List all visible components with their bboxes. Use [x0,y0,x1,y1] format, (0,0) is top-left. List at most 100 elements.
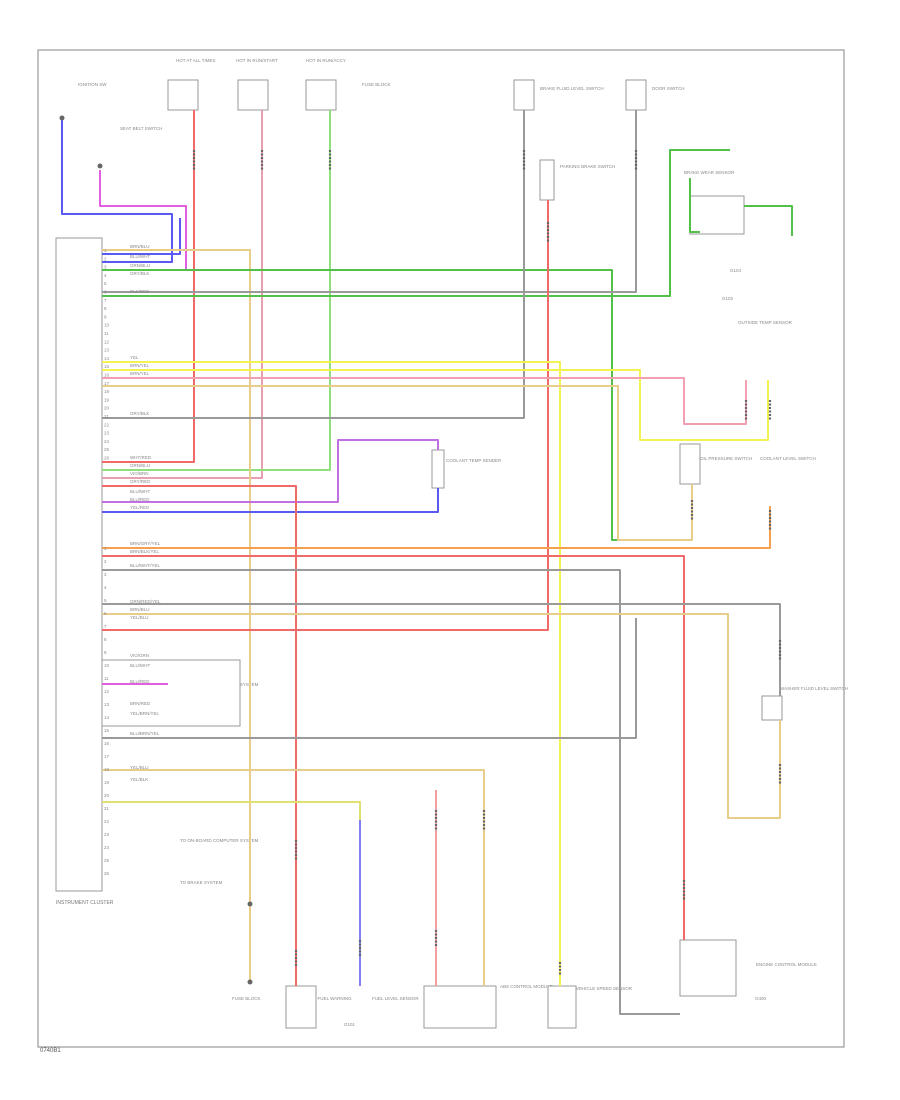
pin-number-b: 21 [104,806,110,811]
wire-label: YEL [130,355,139,360]
wire-label: BLU/WHT [130,489,151,494]
wire-green-long-2 [102,149,730,297]
diagram-frame [37,49,845,1048]
fuse-box-3 [305,79,337,111]
washer-fluid-box [761,695,783,721]
wire-label: BLU/WHT [130,254,151,259]
fuse-box-1 [167,79,199,111]
ground-symbol [97,163,103,169]
pin-number-a: 25 [104,447,110,452]
oil-pressure-box [679,443,701,485]
ignition-switch-label: IGNITION SW [78,82,107,87]
wire-label: BRN/BLK/YEL [130,549,160,554]
wire-yellow-1 [102,361,561,986]
parking-brake-label: PARKING BRAKE SWITCH [560,164,615,169]
hot-run-start-label: HOT IN RUN/START [236,58,278,63]
pin-number-b: 23 [104,832,110,837]
oil-pressure-label: OIL PRESSURE SWITCH [700,456,752,461]
wire-label: VIO/BRN [130,471,149,476]
pin-number-a: 22 [104,422,110,427]
pin-number-a: 2 [104,256,107,261]
wire-label: YEL/BLU [130,765,149,770]
wire-label-group: BRN/BLUBLU/WHTGRN/BLUGRY/BLKBLK/REDYELBR… [130,244,161,782]
pin-number-b: 3 [104,572,107,577]
wire-red-engine [102,555,685,940]
parking-brake-switch [539,159,555,201]
wire-label: YEL/BLU [130,615,149,620]
pin-number-a: 24 [104,439,110,444]
pin-number-b: 20 [104,793,110,798]
pin-number-a: 18 [104,389,110,394]
door-switch-label: DOOR SWITCH [652,86,685,91]
pin-number-b: 2 [104,559,107,564]
wire-label: YEL/RED [130,505,150,510]
pin-number-b: 13 [104,702,110,707]
wire-gray-long [102,569,680,1015]
wire-tan-top [102,249,251,980]
fuse-block-label: FUSE BLOCK [362,82,391,87]
wire-label: BRN/GRY/YEL [130,541,161,546]
wire-red-parking [102,200,549,631]
coolant-temp-sender-label: COOLANT TEMP SENDER [446,458,502,463]
pin-number-b: 22 [104,819,110,824]
washer-fluid-label: WASHER FLUID LEVEL SWITCH [780,686,848,691]
instrument-cluster-label: INSTRUMENT CLUSTER [56,900,114,906]
pin-number-a: 3 [104,265,107,270]
pin-number-a: 15 [104,364,110,369]
door-switch-box [625,79,647,111]
pin-number-a: 9 [104,314,107,319]
pin-number-a: 14 [104,356,110,361]
wire-gray-door [102,110,637,293]
wire-green-bw2 [744,205,793,236]
pin-number-b: 10 [104,663,110,668]
wire-pink-fuse2 [102,110,263,479]
pin-number-b: 12 [104,689,110,694]
pin-number-b: 9 [104,650,107,655]
wire-label: BRN/BLU [130,244,150,249]
wire-label: YEL/BLK [130,777,148,782]
wire-pink-temp [102,377,747,425]
pin-number-b: 8 [104,637,107,642]
pin-number-b: 24 [104,845,110,850]
ref-g400: G400 [755,996,767,1001]
instrument-cluster-box [55,237,103,892]
pin-number-a: 21 [104,414,110,419]
footer-code: 0740B1 [40,1048,61,1054]
fuse-bottom-label: FUSE BLOCK [232,996,261,1001]
brake-fluid-switch [513,79,535,111]
wire-green-long-1 [102,269,632,541]
wire-label: GRY/BLK [130,411,149,416]
wire-label: GRY/BLK [130,271,149,276]
wire-label: GRN/BLU [130,263,150,268]
seatbelt-switch-label: SEAT BELT SWITCH [120,126,162,131]
wire-red-center [102,485,297,986]
wire-label: BLU/RED [130,679,150,684]
wire-label: BLU/RED [130,497,150,502]
wire-label: BLU/WHT [130,663,151,668]
pin-number-a: 23 [104,431,110,436]
wire-violet-coolant [102,439,439,503]
ref-g103: G103 [722,296,734,301]
wire-blue-ignition [61,118,173,263]
wire-green-bw [689,178,700,233]
wire-label: GRY/RED [130,479,151,484]
check-light-frame [101,659,241,727]
engine-module-box [679,939,737,997]
pin-number-b: 16 [104,741,110,746]
wire-blue-coolant [102,488,439,513]
pin-number-a: 11 [104,331,109,336]
ref-note-3: TO BRAKE SYSTEM [180,880,223,885]
pin-number-a: 10 [104,323,110,328]
wire-yellow-fuel [102,801,361,986]
pin-number-b: 18 [104,767,110,772]
pin-number-a: 7 [104,298,107,303]
hot-all-label: HOT AT ALL TIMES [176,58,216,63]
coolant-level-label: COOLANT LEVEL SWITCH [760,456,816,461]
wire-label: YEL/BRN/YEL [130,711,160,716]
ground-symbol [59,115,65,121]
wire-label: WHT/RED [130,455,152,460]
wire-gray-brake [102,110,525,419]
pin-number-a: 4 [104,273,107,278]
pin-number-a: 19 [104,397,110,402]
